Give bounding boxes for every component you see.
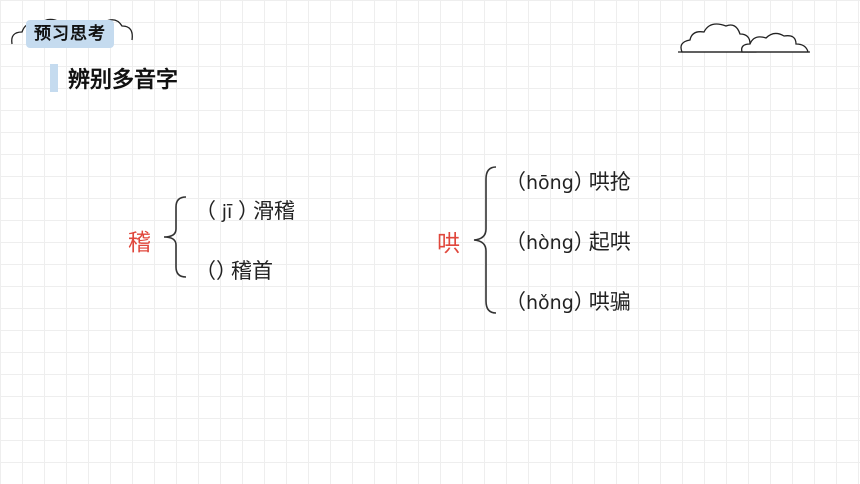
pinyin-answer: jī xyxy=(221,201,233,223)
left-paren: （ xyxy=(505,290,526,314)
right-paren: ） xyxy=(573,170,595,194)
polyphone-char-ji: 稽 xyxy=(128,230,151,256)
example-word: 稽首 xyxy=(231,259,273,283)
polyphone-char-hong: 哄 xyxy=(437,231,460,257)
reading-item: （jī）滑稽 xyxy=(195,195,295,225)
right-paren: ） xyxy=(238,199,259,223)
left-paren: （ xyxy=(195,259,216,283)
page-title: 辨别多音字 xyxy=(68,68,179,93)
pinyin-answer: hǒng xyxy=(526,292,574,314)
left-paren: （ xyxy=(505,170,526,194)
left-paren: （ xyxy=(505,230,526,254)
reading-item: （hòng）起哄 xyxy=(505,226,631,256)
example-word: 滑稽 xyxy=(253,199,295,223)
clouds-icon xyxy=(678,23,810,53)
reading-item: （hōng）哄抢 xyxy=(505,166,631,196)
pinyin-answer: hōng xyxy=(526,172,574,194)
right-paren: ） xyxy=(573,290,595,314)
title-accent-bar xyxy=(50,64,58,92)
left-paren: （ xyxy=(195,199,216,223)
right-paren: ） xyxy=(573,230,595,254)
badge-label: 预习思考 xyxy=(26,20,114,48)
right-paren: ） xyxy=(216,259,237,283)
reading-item: （hǒng）哄骗 xyxy=(505,286,631,316)
reading-item: （）稽首 xyxy=(195,255,273,285)
section-badge: 预习思考 xyxy=(8,14,138,54)
example-word: 哄骗 xyxy=(588,290,631,314)
left-brace-icon xyxy=(163,196,187,278)
example-word: 起哄 xyxy=(588,230,631,254)
example-word: 哄抢 xyxy=(588,170,631,194)
pinyin-answer: hòng xyxy=(526,232,574,254)
left-brace-icon xyxy=(473,166,497,314)
